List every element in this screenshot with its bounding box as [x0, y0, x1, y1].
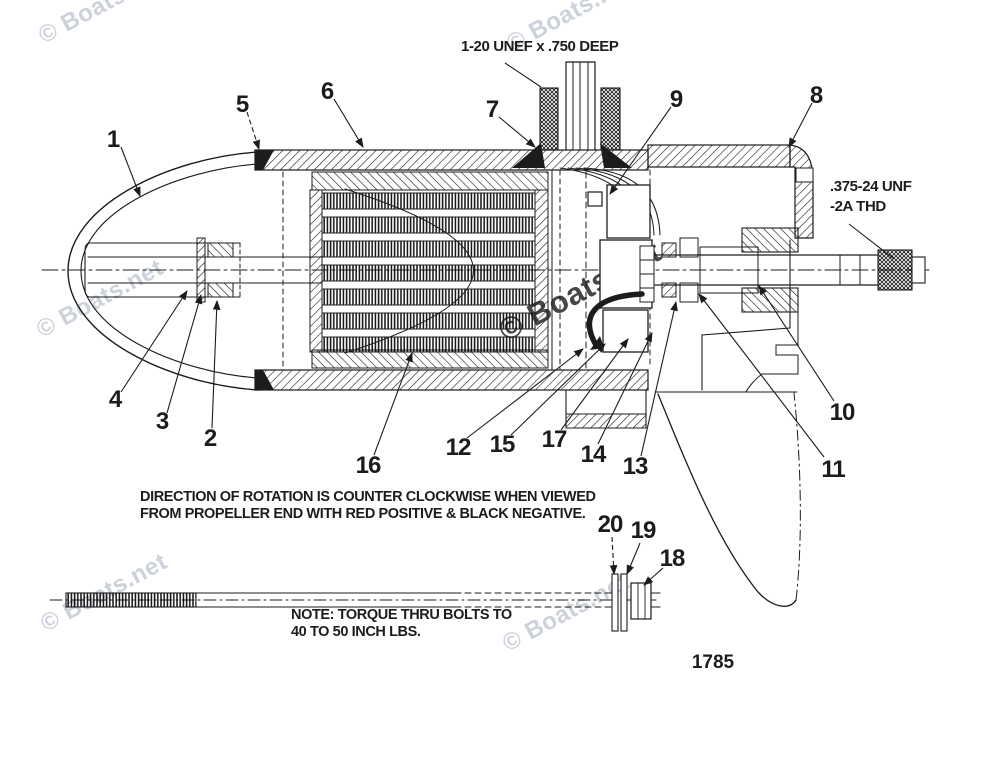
- nose-cone: [67, 151, 323, 391]
- rotation-note-line1: DIRECTION OF ROTATION IS COUNTER CLOCKWI…: [140, 489, 596, 505]
- callout-7: 7: [486, 96, 536, 148]
- spacer-bottom: [207, 282, 234, 298]
- motor-housing: [254, 149, 649, 391]
- callout-17: 17: [542, 338, 629, 453]
- right-thread-text-line2: -2A THD: [830, 198, 886, 215]
- callout-5: 5: [236, 91, 260, 151]
- callout-10: 10: [758, 285, 856, 426]
- callout-17-number: 17: [542, 426, 567, 453]
- callout-9: 9: [609, 86, 684, 195]
- callout-1: 1: [107, 126, 141, 198]
- callout-2: 2: [204, 299, 221, 452]
- callout-12-number: 12: [446, 434, 471, 461]
- top-thread-label: 1-20 UNEF x .750 DEEP: [461, 38, 619, 88]
- torque-note-line2: 40 TO 50 INCH LBS.: [291, 624, 421, 640]
- callout-15-number: 15: [490, 431, 515, 458]
- callout-9-number: 9: [670, 86, 683, 113]
- callout-5-number: 5: [236, 91, 249, 118]
- skeg: [654, 391, 801, 607]
- callout-11-number: 11: [821, 456, 845, 483]
- armature-stack: [309, 171, 549, 369]
- callout-14-number: 14: [581, 441, 607, 468]
- output-shaft: [654, 246, 926, 294]
- bolt-nut: [630, 582, 652, 620]
- drawing-number: 1785: [692, 652, 735, 673]
- callout-2-number: 2: [204, 425, 217, 452]
- top-thread-text: 1-20 UNEF x .750 DEEP: [461, 38, 619, 55]
- callout-18: 18: [643, 545, 686, 586]
- callout-11: 11: [698, 293, 846, 483]
- spacer-top: [207, 242, 234, 258]
- callout-19-number: 19: [631, 517, 656, 544]
- callout-12: 12: [446, 348, 584, 461]
- callout-15: 15: [490, 343, 606, 458]
- front-seal-top: [255, 150, 274, 170]
- callout-20-number: 20: [598, 511, 623, 538]
- motor-assembly-drawing: [41, 61, 933, 632]
- callout-7-number: 7: [486, 96, 499, 123]
- callout-13: 13: [623, 300, 678, 480]
- thru-bolt: [49, 573, 661, 632]
- thrust-washer: [196, 237, 206, 303]
- callout-3: 3: [156, 293, 203, 435]
- bolt-washer-inner: [620, 573, 628, 632]
- callout-16-number: 16: [356, 452, 381, 479]
- brush-commutator-assembly: [559, 167, 699, 369]
- callout-3-number: 3: [156, 408, 169, 435]
- rotation-note: DIRECTION OF ROTATION IS COUNTER CLOCKWI…: [140, 489, 596, 522]
- right-thread-text-line1: .375-24 UNF: [830, 178, 912, 195]
- callout-6-number: 6: [321, 78, 334, 105]
- callout-10-number: 10: [830, 399, 855, 426]
- callout-19: 19: [626, 517, 657, 576]
- front-seal-bottom: [255, 370, 274, 390]
- top-threaded-boss: [512, 61, 632, 168]
- end-cap-housing: [565, 144, 814, 429]
- callout-4-number: 4: [109, 386, 123, 413]
- callout-13-number: 13: [623, 453, 648, 480]
- bolt-washer-outer: [611, 573, 619, 632]
- callout-6: 6: [321, 78, 364, 148]
- callout-14: 14: [581, 332, 653, 468]
- callout-20: 20: [598, 511, 624, 576]
- callout-8-number: 8: [810, 82, 823, 109]
- watermark-mid-left: © Boats.net: [32, 254, 168, 343]
- callout-4: 4: [109, 290, 188, 413]
- callout-8: 8: [788, 82, 824, 148]
- right-thread-label: .375-24 UNF -2A THD: [830, 178, 912, 260]
- callouts: 1 5 6 7 9 8 4 3: [107, 78, 856, 586]
- callout-1-number: 1: [107, 126, 120, 153]
- annotations: 1-20 UNEF x .750 DEEP .375-24 UNF -2A TH…: [140, 38, 912, 673]
- torque-note: NOTE: TORQUE THRU BOLTS TO 40 TO 50 INCH…: [291, 607, 512, 640]
- callout-16: 16: [356, 351, 413, 479]
- torque-note-line1: NOTE: TORQUE THRU BOLTS TO: [291, 607, 512, 623]
- watermark-top-left: © Boats.net: [34, 0, 170, 49]
- rotation-note-line2: FROM PROPELLER END WITH RED POSITIVE & B…: [140, 506, 586, 522]
- callout-18-number: 18: [660, 545, 685, 572]
